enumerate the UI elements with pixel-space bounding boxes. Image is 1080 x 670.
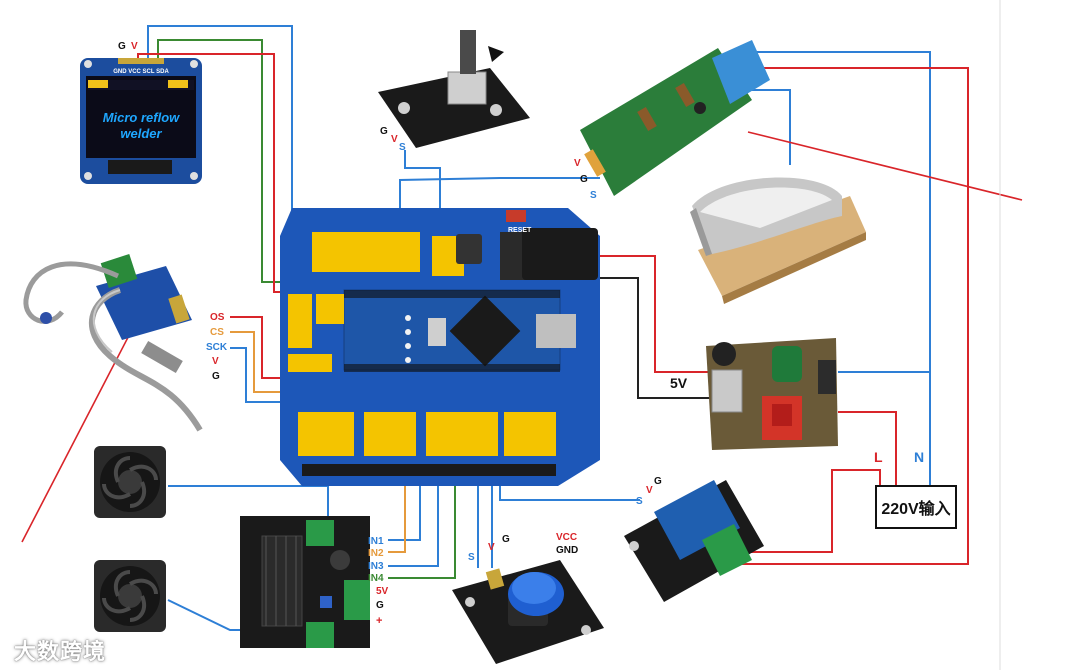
psu-module: 5V — [670, 338, 838, 450]
psu-5v-black-wire — [596, 277, 712, 399]
annotation-arrow-line — [21, 317, 139, 543]
oled-display-module: GND VCC SCL SDA Micro reflow welder G V — [80, 41, 202, 184]
button-s-label: S — [468, 552, 475, 563]
button-vcc-label: VCC — [556, 532, 577, 543]
driver-in4-wire — [388, 445, 456, 579]
mains-l-label: L — [874, 449, 883, 465]
ssr-pin-g-label: G — [580, 174, 588, 185]
encoder-pin-s-label: S — [399, 142, 406, 153]
wires — [21, 25, 1023, 631]
rotary-encoder-module: G V S — [378, 30, 530, 153]
relay-to-mains-red-wire — [740, 469, 881, 553]
mains-n-label: N — [914, 449, 924, 465]
psu-to-mains-red-wire — [838, 411, 897, 486]
button-module: S V G VCC GND — [452, 532, 604, 664]
driver-in4-label: IN4 — [368, 573, 384, 584]
thermo-pin-sck-label: SCK — [206, 342, 228, 353]
nano-shield-board: RESET — [280, 208, 600, 486]
relay-g-label: G — [654, 476, 662, 487]
motor-driver-module: IN1 IN2 IN3 IN4 5V G + — [240, 516, 389, 648]
driver-5v-label: 5V — [376, 586, 389, 597]
relay-v-label: V — [646, 485, 653, 496]
relay-s-label: S — [636, 496, 643, 507]
thermo-pin-os-label: OS — [210, 312, 225, 323]
button-gnd-label: GND — [556, 545, 578, 556]
thermocouple-module: OS CS SCK V G — [23, 254, 228, 432]
thermo-pin-g-label: G — [212, 371, 220, 382]
oled-pin-g-label: G — [118, 41, 126, 52]
mains-n-wire — [740, 51, 931, 373]
driver-in3-label: IN3 — [368, 561, 384, 572]
oled-pins-label: GND VCC SCL SDA — [113, 69, 169, 75]
button-g-label: G — [502, 534, 510, 545]
relay-module: G V S — [624, 476, 764, 602]
oled-screen-text: welder — [120, 126, 162, 141]
oled-screen-text: Micro reflow — [103, 110, 180, 125]
ssr-pin-s-label: S — [590, 190, 597, 201]
driver-in2-label: IN2 — [368, 548, 384, 559]
fan1-wire — [168, 485, 329, 520]
ssr-pin-v-label: V — [574, 158, 581, 169]
driver-g-label: G — [376, 600, 384, 611]
fan-top — [94, 446, 166, 518]
oled-sda-wire — [157, 39, 312, 283]
encoder-pin-g-label: G — [380, 126, 388, 137]
fan-bottom — [94, 560, 166, 632]
driver-in1-label: IN1 — [368, 536, 384, 547]
top-headers — [312, 232, 464, 276]
heater-plate — [690, 177, 866, 304]
annotation-arrow-line — [747, 131, 1023, 201]
mains-l-wire — [740, 67, 969, 565]
mains-input-label: 220V输入 — [881, 499, 950, 518]
shield-reset-label: RESET — [508, 227, 532, 234]
watermark: 大数跨境 — [14, 640, 107, 665]
thermo-pin-cs-label: CS — [210, 327, 224, 338]
mains-input: 220V输入 L N — [874, 449, 957, 529]
bottom-headers — [298, 412, 556, 456]
encoder-pin-v-label: V — [391, 134, 398, 145]
ssr-s-wire — [399, 177, 600, 232]
ssr-module: V G S — [574, 40, 770, 201]
psu-5v-red-wire — [596, 255, 712, 373]
oled-pin-v-label: V — [131, 41, 138, 52]
driver-plus-label: + — [376, 615, 382, 627]
psu-5v-label: 5V — [670, 375, 688, 391]
button-v-label: V — [488, 542, 495, 553]
thermo-pin-v-label: V — [212, 356, 219, 367]
